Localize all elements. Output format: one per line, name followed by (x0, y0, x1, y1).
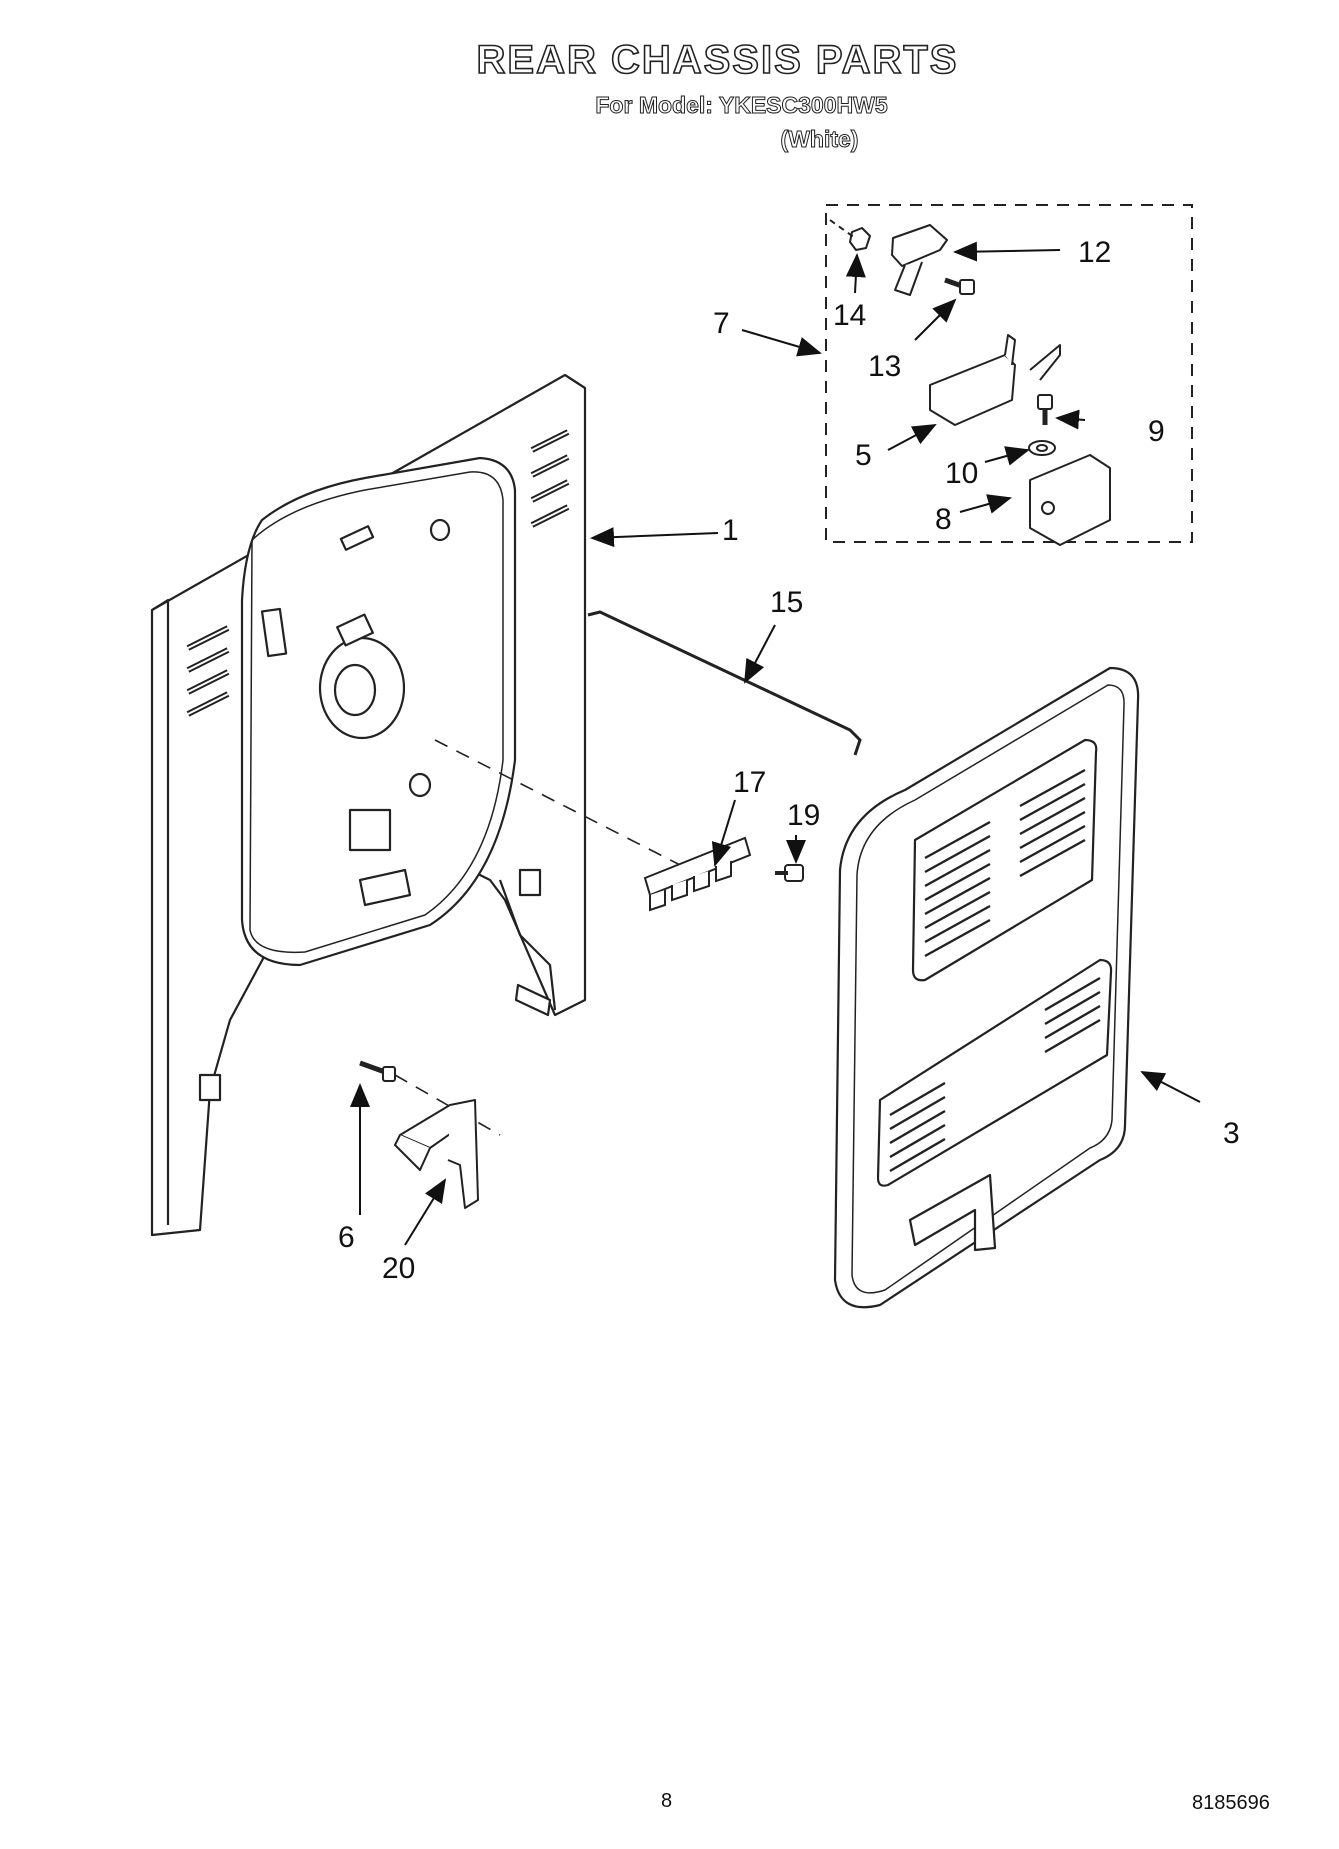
screw-13 (944, 277, 975, 295)
callout-9: 9 (1148, 415, 1165, 448)
callout-8: 8 (935, 503, 952, 536)
callout-14: 14 (833, 299, 866, 332)
callout-10: 10 (945, 457, 978, 490)
callout-20: 20 (382, 1252, 415, 1285)
callout-15: 15 (770, 586, 803, 619)
bracket-5 (929, 334, 1061, 426)
callout-3: 3 (1223, 1117, 1240, 1150)
screw-6 (359, 1060, 396, 1082)
callout-arrows (350, 241, 1201, 1246)
terminal-block (643, 836, 752, 912)
page-title: REAR CHASSIS PARTS (476, 37, 959, 83)
callout-17: 17 (733, 766, 766, 799)
rear-chassis-panel (150, 373, 691, 1237)
model-line: For Model: YKESC300HW5 (595, 92, 888, 119)
washer-10 (1028, 440, 1056, 456)
part-8 (1029, 454, 1111, 546)
callout-12: 12 (1078, 236, 1111, 269)
callout-1: 1 (722, 514, 739, 547)
callout-19: 19 (787, 799, 820, 832)
screw-19 (775, 864, 804, 882)
part-12 (891, 224, 948, 296)
callout-6: 6 (338, 1221, 355, 1254)
rod-part (587, 610, 862, 756)
bracket-20 (394, 1099, 479, 1209)
kit-group-box (825, 204, 1193, 543)
document-number: 8185696 (1192, 1792, 1270, 1814)
rear-cover-panel (833, 666, 1140, 1309)
callout-5: 5 (855, 439, 872, 472)
color-line: (White) (780, 126, 859, 153)
callout-7: 7 (713, 307, 730, 340)
screw-9 (1037, 394, 1053, 425)
callout-13: 13 (868, 350, 901, 383)
nut-14 (849, 227, 871, 251)
page-number: 8 (661, 1790, 673, 1812)
